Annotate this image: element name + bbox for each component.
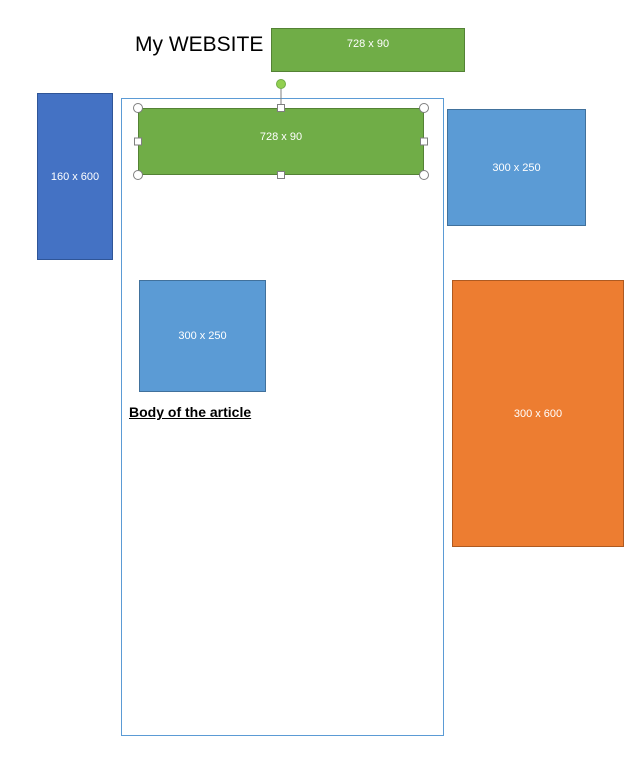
leaderboard-ad-top[interactable]: 728 x 90 <box>271 28 465 72</box>
rectangle-ad-content[interactable]: 300 x 250 <box>139 280 266 392</box>
resize-handle-top[interactable] <box>277 104 285 112</box>
resize-handle-top-right[interactable] <box>419 103 429 113</box>
half-page-ad[interactable]: 300 x 600 <box>452 280 624 547</box>
leaderboard-ad-selected[interactable]: 728 x 90 <box>138 108 424 175</box>
rectangle-ad-right[interactable]: 300 x 250 <box>447 109 586 226</box>
rotate-handle[interactable] <box>276 79 286 89</box>
resize-handle-top-left[interactable] <box>133 103 143 113</box>
leaderboard-ad-selected-label: 728 x 90 <box>259 131 303 143</box>
skyscraper-ad-label: 160 x 600 <box>50 170 100 183</box>
rectangle-ad-right-label: 300 x 250 <box>492 161 541 174</box>
leaderboard-ad-top-label: 728 x 90 <box>346 38 390 50</box>
resize-handle-bottom[interactable] <box>277 171 285 179</box>
rectangle-ad-content-label: 300 x 250 <box>178 330 227 342</box>
site-title: My WEBSITE <box>135 33 264 56</box>
resize-handle-bottom-left[interactable] <box>133 170 143 180</box>
article-body-label: Body of the article <box>129 404 252 420</box>
half-page-ad-label: 300 x 600 <box>513 407 563 420</box>
resize-handle-left[interactable] <box>134 137 142 146</box>
resize-handle-bottom-right[interactable] <box>419 170 429 180</box>
article-container[interactable] <box>121 98 444 736</box>
skyscraper-ad[interactable]: 160 x 600 <box>37 93 113 260</box>
resize-handle-right[interactable] <box>420 137 428 146</box>
